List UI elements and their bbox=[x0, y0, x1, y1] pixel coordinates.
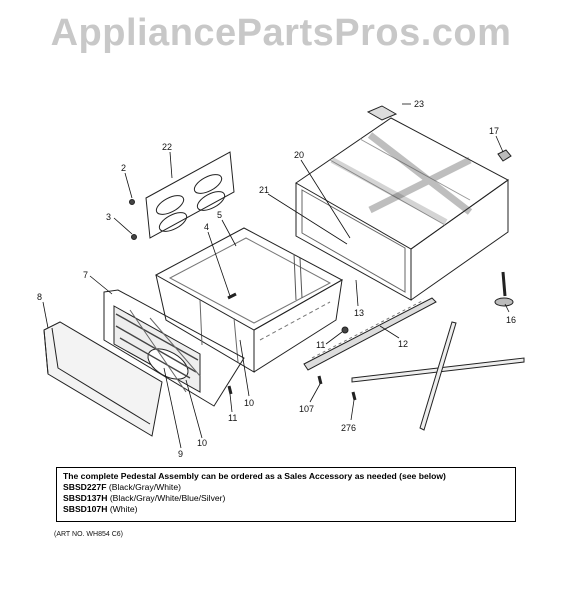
part-4-screw bbox=[227, 292, 237, 300]
callout-8: 8 bbox=[37, 292, 42, 302]
callout-21: 21 bbox=[259, 185, 269, 195]
callout-2: 2 bbox=[121, 163, 126, 173]
callout-22: 22 bbox=[162, 142, 172, 152]
model-line-3: SBSD107H (White) bbox=[63, 504, 509, 515]
model-colors: (Black/Gray/White) bbox=[108, 482, 181, 492]
part-7-drawer-front-frame bbox=[103, 289, 245, 407]
model-code: SBSD107H bbox=[63, 504, 108, 514]
callout-5: 5 bbox=[217, 210, 222, 220]
part-8-front-panel bbox=[43, 321, 163, 437]
pedestal-assembly-note: The complete Pedestal Assembly can be or… bbox=[56, 467, 516, 522]
callout-11-upper: 11 bbox=[316, 340, 325, 350]
watermark: AppliancePartsPros.com bbox=[50, 12, 512, 54]
callout-13: 13 bbox=[354, 308, 364, 318]
note-intro: The complete Pedestal Assembly can be or… bbox=[63, 471, 446, 481]
part-23-pad bbox=[366, 105, 398, 121]
part-17-clip bbox=[497, 149, 512, 162]
callout-10-right: 10 bbox=[244, 398, 254, 408]
model-code: SBSD227F bbox=[63, 482, 107, 492]
model-code: SBSD137H bbox=[63, 493, 108, 503]
callout-16: 16 bbox=[506, 315, 516, 325]
callout-12: 12 bbox=[398, 339, 408, 349]
part-22-rear-panel bbox=[145, 151, 235, 239]
model-colors: (White) bbox=[109, 504, 138, 514]
callout-17: 17 bbox=[489, 126, 499, 136]
callout-10-left: 10 bbox=[197, 438, 207, 448]
callout-7: 7 bbox=[83, 270, 88, 280]
part-5-drawer-bin bbox=[154, 227, 344, 373]
callout-107: 107 bbox=[299, 404, 314, 414]
part-16-leveling-leg bbox=[494, 271, 514, 307]
pedestal-housing bbox=[295, 117, 509, 301]
callout-23: 23 bbox=[414, 99, 424, 109]
art-number: (ART NO. WH854 C6) bbox=[54, 531, 123, 538]
model-colors: (Black/Gray/White/Blue/Silver) bbox=[109, 493, 226, 503]
part-276-cross-brace bbox=[351, 321, 525, 431]
part-12-slide-rail bbox=[303, 297, 437, 371]
callout-20: 20 bbox=[294, 150, 304, 160]
callout-4: 4 bbox=[204, 222, 209, 232]
callout-3: 3 bbox=[106, 212, 111, 222]
model-line-2: SBSD137H (Black/Gray/White/Blue/Silver) bbox=[63, 493, 509, 504]
callout-276: 276 bbox=[341, 423, 356, 433]
callout-11-lower: 11 bbox=[228, 413, 237, 423]
model-line-1: SBSD227F (Black/Gray/White) bbox=[63, 482, 509, 493]
callout-9: 9 bbox=[178, 449, 183, 459]
